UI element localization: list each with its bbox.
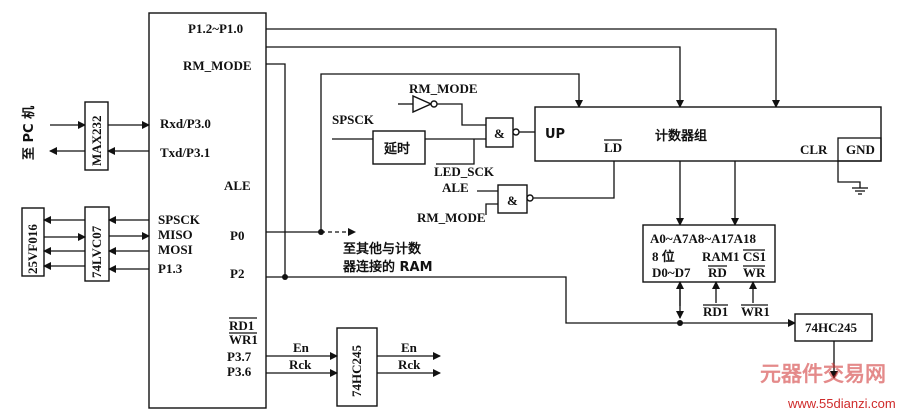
hc245-right-chip [794, 313, 873, 342]
and-gate-ld-bubble [526, 194, 534, 202]
mcu-pin-rxd: Rxd/P3.0 [160, 116, 211, 131]
ram-chip [642, 224, 776, 283]
mcu-pin-p2: P2 [230, 266, 244, 281]
hc245-left-rck-in: Rck [289, 357, 312, 372]
mcu-pin-p0: P0 [230, 228, 244, 243]
counter-up-label: UP [545, 127, 565, 142]
ram-rd-label: RD [708, 265, 727, 280]
logic-ale: ALE [442, 180, 469, 195]
mcu-pin-txd: Txd/P3.1 [160, 145, 210, 160]
max232-chip [84, 101, 109, 171]
mcu-pin-spsck: SPSCK [158, 212, 201, 227]
ram-8bit-label: 8 位 [652, 249, 675, 264]
ram-wr-label: WR [743, 265, 766, 280]
hc245-right-label: 74HC245 [805, 320, 858, 335]
mcu-pin-p3-6: P3.6 [227, 364, 252, 379]
counter-gnd-box [837, 137, 882, 162]
led-sck-wire [436, 139, 475, 165]
and-to-ld-wire [533, 161, 615, 199]
mcu-pin-ale: ALE [224, 178, 251, 193]
and-gate-ld [497, 184, 528, 214]
inverter-bubble [430, 100, 438, 108]
rm-mode-wire [266, 63, 286, 277]
and-gate-ld-symbol: & [507, 193, 518, 208]
counter-ld-label: LD [604, 140, 622, 155]
hc245-left-label: 74HC245 [349, 345, 364, 398]
p0-note-line1: 至其他与计数 [343, 241, 422, 257]
watermark-url: www.55dianzi.com [787, 396, 896, 411]
and-gate-up-bubble [512, 128, 520, 136]
ram-wr1-label: WR1 [741, 304, 770, 319]
ram-address-label: A0~A7A8~A17A18 [650, 231, 756, 246]
mcu-pin-rm-mode: RM_MODE [183, 58, 252, 73]
max232-label: MAX232 [89, 115, 104, 166]
counter-clr-label: CLR [800, 142, 828, 157]
junction-ram-data [677, 320, 683, 326]
and-gate-up-symbol: & [494, 126, 505, 141]
mcu-pin-rd1: RD1 [229, 318, 254, 333]
pc-label: 至 PC 机 [21, 106, 37, 160]
flash-label: 25VF016 [25, 224, 40, 274]
hc245-left-chip [336, 327, 378, 407]
counter-group-label: 计数器组 [655, 128, 707, 144]
logic-led-sck: LED_SCK [434, 164, 495, 179]
mcu-pin-p1-2-p1-0: P1.2~P1.0 [188, 21, 243, 36]
counter-gnd-label: GND [846, 142, 875, 157]
inverter-gate [412, 94, 433, 114]
watermark-text: 元器件交易网 [760, 362, 886, 386]
delay-block [372, 130, 426, 165]
mcu-block [148, 12, 267, 409]
counter-group-block [534, 106, 882, 162]
lvc07-chip [84, 206, 110, 282]
flash-chip [21, 207, 45, 277]
lvc07-label: 74LVC07 [89, 225, 104, 278]
p0-note-line2: 器连接的 RAM [342, 259, 433, 275]
logic-rm-mode-top: RM_MODE [409, 81, 478, 96]
mcu-pin-miso: MISO [158, 227, 193, 242]
gnd-wire [837, 161, 861, 188]
hc245-left-en-out: En [401, 340, 418, 355]
inverter-to-and-wire [437, 103, 486, 126]
hc245-left-rck-out: Rck [398, 357, 421, 372]
mcu-pin-wr1: WR1 [229, 332, 258, 347]
ram-cs-label: CS1 [743, 249, 766, 264]
ram-data-label: D0~D7 [652, 265, 691, 280]
hc245-left-en-in: En [293, 340, 310, 355]
mcu-pin-mosi: MOSI [158, 242, 193, 257]
ram-name-label: RAM1 [702, 249, 740, 264]
p1-bus-to-clr [266, 28, 780, 108]
mcu-pin-p3-7: P3.7 [227, 349, 252, 364]
ram-rd1-label: RD1 [703, 304, 728, 319]
delay-label: 延时 [383, 141, 410, 157]
mcu-pin-p1-3: P1.3 [158, 261, 183, 276]
logic-spsck: SPSCK [332, 112, 375, 127]
rm-mode-in-wire-2 [485, 203, 498, 215]
p0-to-counter-wire [320, 73, 583, 232]
p1-bus-to-counter [266, 46, 684, 108]
logic-rm-mode-bottom: RM_MODE [417, 210, 486, 225]
